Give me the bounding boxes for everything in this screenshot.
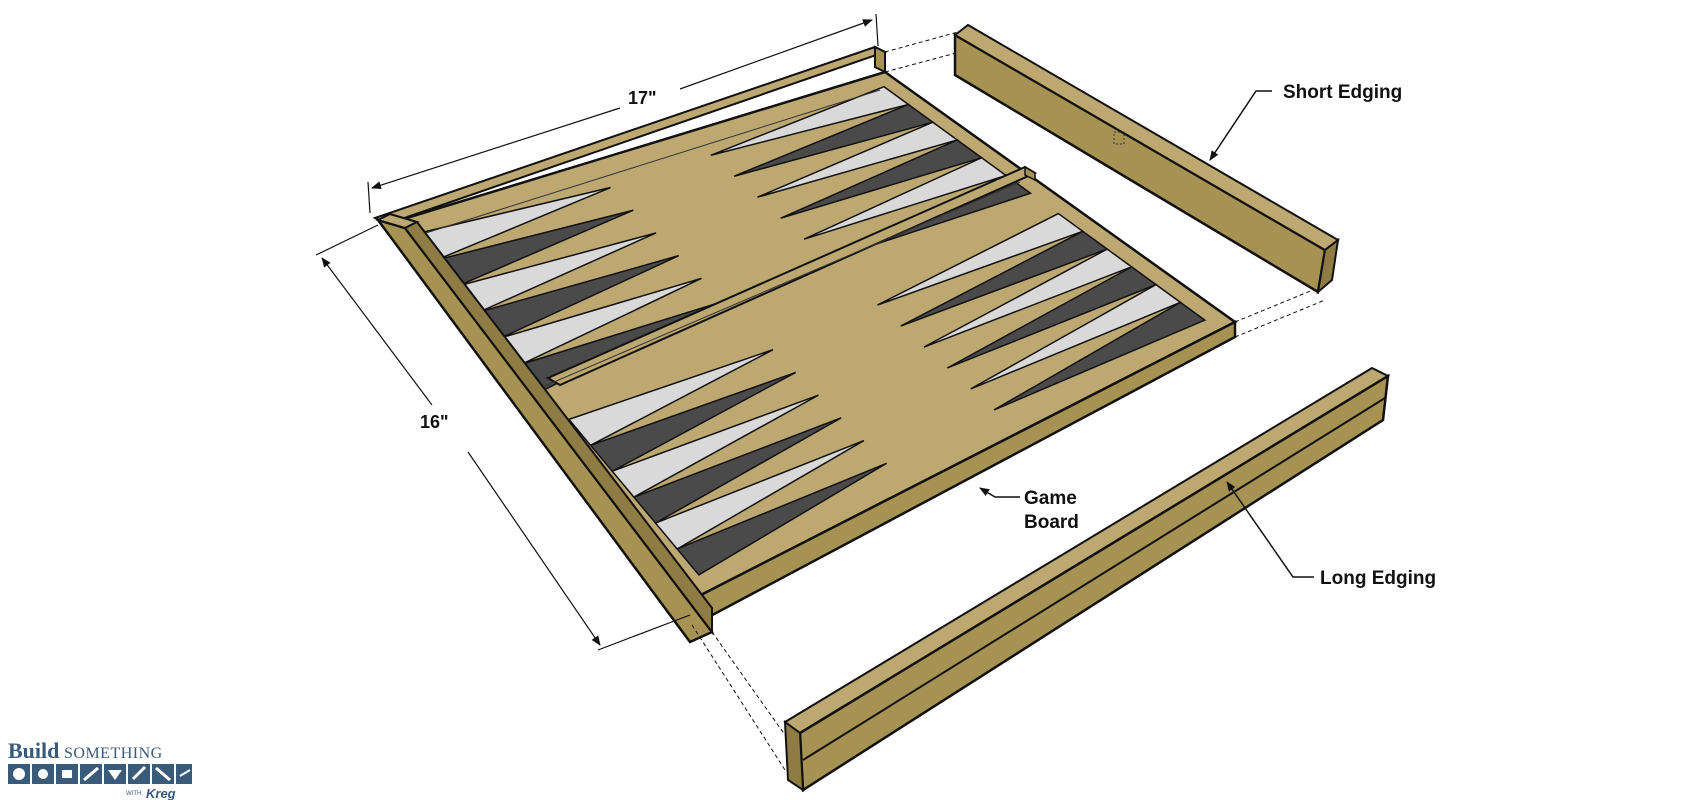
board-point <box>589 371 797 473</box>
board-point <box>567 349 774 447</box>
game-board-assembly <box>372 45 1238 644</box>
board-point <box>733 103 935 177</box>
center-bar <box>409 89 1038 389</box>
tool-icon-strip <box>8 764 192 784</box>
callout-game-board: Game Board <box>979 487 1079 533</box>
logo-build-text: Build <box>8 738 59 763</box>
dimension-17: 17" <box>367 13 879 214</box>
game-board-label-line2: Board <box>1024 512 1079 533</box>
board-point <box>993 301 1207 411</box>
board-point <box>947 265 1158 369</box>
dimension-width-label: 16" <box>420 412 449 432</box>
board-points <box>412 85 1207 576</box>
dimension-arrow-icon <box>371 107 621 190</box>
buildsomething-logo: Build SOMETHING WITH Kreg <box>8 738 192 800</box>
callout-short-edging: Short Edging <box>1209 82 1402 161</box>
board-point <box>757 121 959 198</box>
short-edging-label: Short Edging <box>1283 82 1402 103</box>
logo-with-text: WITH <box>126 791 141 797</box>
board-point <box>923 248 1134 348</box>
board-point <box>610 394 819 499</box>
logo-brand-text: Kreg <box>146 786 176 800</box>
board-point <box>632 417 842 525</box>
dimension-length-label: 17" <box>628 88 657 108</box>
board-point <box>900 230 1109 327</box>
logo-something-text: SOMETHING <box>64 745 163 762</box>
short-edging-part <box>884 23 1340 338</box>
board-point <box>803 156 1008 240</box>
board-point <box>710 85 911 156</box>
leader-arrow-icon <box>1209 90 1272 161</box>
long-edging-part <box>691 366 1391 793</box>
left-edging <box>374 212 714 644</box>
callout-long-edging: Long Edging <box>1226 481 1436 589</box>
board-point <box>780 139 984 219</box>
board-point <box>877 212 1085 306</box>
long-edging-label: Long Edging <box>1320 568 1436 589</box>
board-point <box>970 283 1182 390</box>
board-point <box>675 462 888 576</box>
game-board-label-line1: Game <box>1024 488 1077 509</box>
board-point <box>654 439 865 550</box>
dimension-16: 16" <box>315 224 691 651</box>
